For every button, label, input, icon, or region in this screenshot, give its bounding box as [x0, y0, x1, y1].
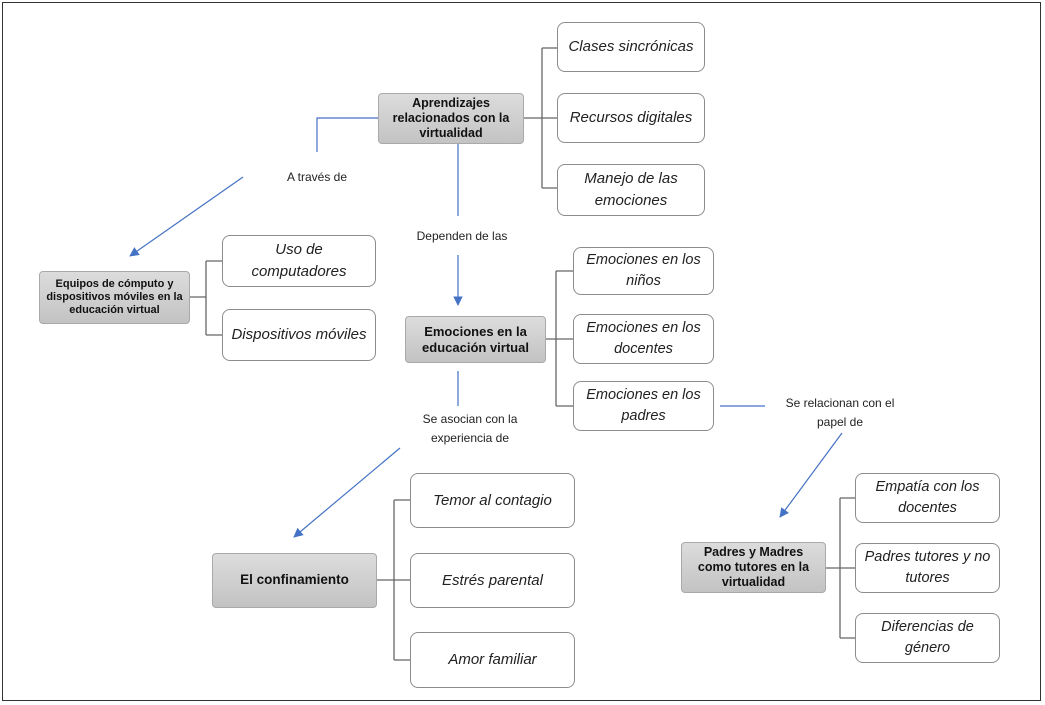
leaf-emociones-ninos: Emociones en los niños — [573, 247, 714, 295]
node-aprendizajes-label: Aprendizajes relacionados con la virtual… — [392, 96, 510, 140]
node-emociones: Emociones en la educación virtual — [405, 316, 546, 363]
leaf-temor-label: Temor al contagio — [433, 491, 552, 509]
connector-relacionan-line1: Se relacionan con el — [785, 396, 895, 410]
leaf-emociones-padres: Emociones en los padres — [573, 381, 714, 431]
leaf-recursos-label: Recursos digitales — [569, 109, 693, 127]
arrow-to-confinamiento — [293, 447, 401, 538]
bracket-padres-madres — [826, 497, 855, 639]
bracket-equipos — [190, 260, 222, 336]
node-padres-madres-label: Padres y Madres como tutores en la virtu… — [697, 545, 810, 589]
arrow-to-padres-madres — [779, 432, 843, 518]
node-padres-madres: Padres y Madres como tutores en la virtu… — [681, 542, 826, 593]
leaf-amor-label: Amor familiar — [448, 651, 537, 669]
bracket-aprendizajes — [524, 47, 557, 189]
leaf-clases-sincronicas: Clases sincrónicas — [557, 22, 705, 72]
connector-relacionan-line2: papel de — [816, 414, 864, 429]
bracket-emociones — [546, 270, 573, 407]
node-equipos-label: Equipos de cómputo y dispositivos móvile… — [46, 277, 183, 317]
line-aprendizajes-to-label — [316, 117, 378, 152]
leaf-recursos-digitales: Recursos digitales — [557, 93, 705, 143]
node-emociones-label: Emociones en la educación virtual — [422, 323, 529, 355]
connector-asocian-line2: experiencia de — [430, 430, 510, 445]
connector-dependen-text: Dependen de las — [416, 229, 508, 243]
leaf-uso-computadores: Uso de computadores — [222, 235, 376, 287]
leaf-manejo-emociones: Manejo de las emociones — [557, 164, 705, 216]
leaf-dispositivos-moviles: Dispositivos móviles — [222, 309, 376, 361]
leaf-tutores-label: Padres tutores y no tutores — [864, 548, 991, 586]
leaf-manejo-label: Manejo de las emociones — [584, 170, 678, 209]
leaf-clases-label: Clases sincrónicas — [568, 38, 694, 56]
connector-a-traves-text: A través de — [286, 170, 348, 184]
leaf-diferencias-genero: Diferencias de género — [855, 613, 1000, 663]
node-equipos: Equipos de cómputo y dispositivos móvile… — [39, 271, 190, 324]
leaf-estres-label: Estrés parental — [442, 571, 543, 589]
leaf-empatia-label: Empatía con los docentes — [875, 478, 980, 516]
leaf-temor-contagio: Temor al contagio — [410, 473, 575, 528]
connector-label-relacionan: Se relacionan con el papel de — [786, 394, 895, 431]
leaf-dispositivos-label: Dispositivos móviles — [231, 326, 367, 344]
node-aprendizajes: Aprendizajes relacionados con la virtual… — [378, 93, 524, 144]
arrow-to-equipos — [129, 176, 244, 257]
leaf-amor-familiar: Amor familiar — [410, 632, 575, 688]
bracket-confinamiento — [377, 499, 410, 661]
connector-label-asocian: Se asocian con la experiencia de — [423, 410, 518, 447]
leaf-em-padres-label: Emociones en los padres — [586, 386, 701, 424]
leaf-emociones-docentes: Emociones en los docentes — [573, 314, 714, 364]
node-confinamiento: El confinamiento — [212, 553, 377, 608]
leaf-padres-tutores: Padres tutores y no tutores — [855, 543, 1000, 593]
leaf-diferencias-label: Diferencias de género — [881, 618, 974, 656]
leaf-uso-label: Uso de computadores — [251, 241, 347, 280]
node-confinamiento-label: El confinamiento — [240, 572, 349, 588]
leaf-em-ninos-label: Emociones en los niños — [586, 251, 701, 289]
leaf-empatia-docentes: Empatía con los docentes — [855, 473, 1000, 523]
connector-label-dependen: Dependen de las — [417, 227, 508, 246]
leaf-estres-parental: Estrés parental — [410, 553, 575, 608]
connector-label-a-traves: A través de — [287, 168, 347, 187]
connector-asocian-line1: Se asocian con la — [422, 412, 518, 426]
leaf-em-docentes-label: Emociones en los docentes — [586, 319, 701, 357]
